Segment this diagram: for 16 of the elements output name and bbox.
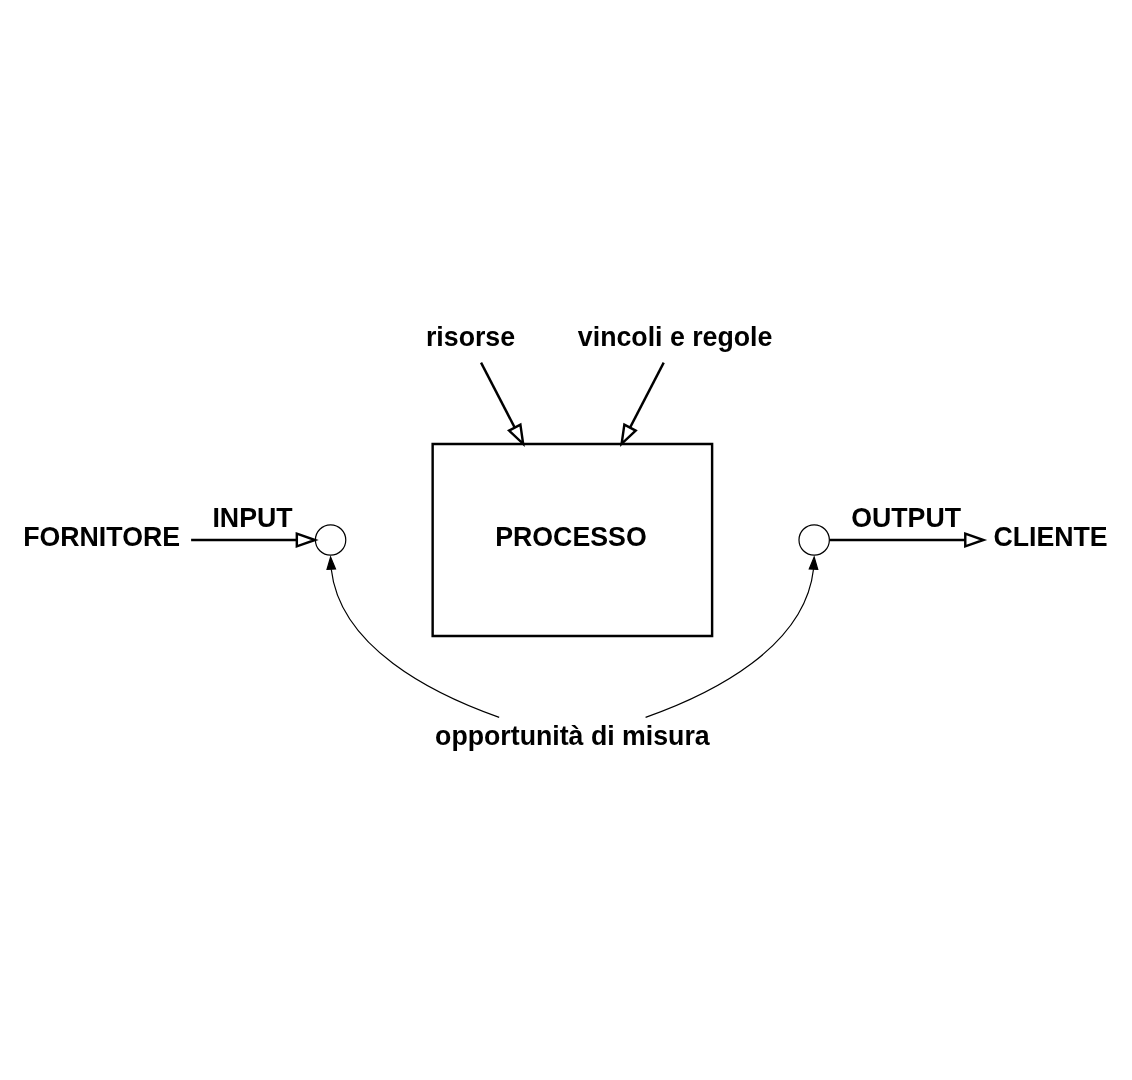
arrow — [619, 362, 665, 448]
node-text: FORNITORE — [23, 521, 181, 552]
arrow — [191, 531, 319, 549]
arrow — [479, 362, 525, 448]
arrow — [645, 555, 819, 718]
node-box: PROCESSO — [431, 442, 714, 638]
edge-label: INPUT — [212, 503, 293, 534]
node-circle — [798, 524, 830, 556]
node-text: opportunità di misura — [435, 720, 710, 751]
arrow — [326, 555, 500, 718]
node-circle — [314, 524, 347, 556]
node-text: CLIENTE — [993, 521, 1108, 552]
node-text: vincoli e regole — [577, 322, 773, 353]
node-text: risorse — [425, 322, 516, 353]
edge-label: OUTPUT — [851, 503, 962, 534]
arrow — [829, 531, 988, 549]
